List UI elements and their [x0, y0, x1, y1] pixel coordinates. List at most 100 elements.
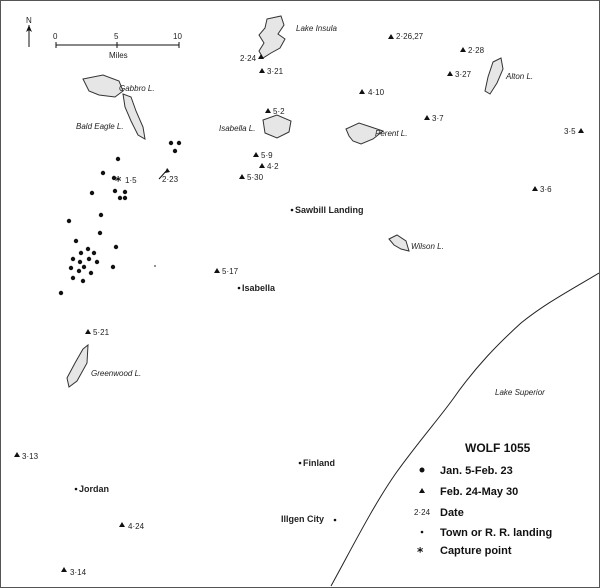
scale-bar: 0 5 10 Miles [53, 32, 182, 60]
location-dot [168, 140, 174, 146]
date-label: 4·2 [267, 162, 279, 171]
location-dot [122, 189, 128, 195]
label-alton-lake: Alton L. [505, 72, 533, 81]
location-dot [111, 175, 117, 181]
legend-label: Jan. 5-Feb. 23 [440, 465, 513, 477]
legend-triangle-symbol [419, 488, 425, 493]
scale-tick-5: 5 [114, 32, 119, 41]
legend-label: Date [440, 507, 464, 519]
date-label: 2·23 [162, 175, 179, 184]
north-label: N [26, 16, 32, 25]
location-2-24: 2·24 [240, 54, 264, 63]
location-dot [85, 246, 91, 252]
date-label: 3·7 [432, 114, 444, 123]
bald-eagle-lake-shape [122, 93, 146, 140]
scale-unit: Miles [109, 51, 128, 60]
location-dot [98, 212, 104, 218]
label-isabella-lake: Isabella L. [219, 124, 255, 133]
location-5-30: 5·30 [239, 173, 264, 182]
location-3-7: 3·7 [424, 114, 444, 123]
legend-title: WOLF 1055 [465, 441, 531, 455]
date-label: 4·10 [368, 88, 385, 97]
wilson-lake-shape [388, 234, 410, 252]
location-dot [97, 230, 103, 236]
location-3-5: 3·5 [564, 127, 584, 136]
date-label: 3·6 [540, 185, 552, 194]
date-label: 3·21 [267, 67, 284, 76]
location-4-10: 4·10 [359, 88, 385, 97]
lake-superior-shoreline [330, 272, 599, 587]
location-4-24: 4·24 [119, 522, 145, 531]
date-label: 2·26,27 [396, 32, 424, 41]
legend-town-symbol [420, 530, 424, 534]
capture-point-marker: * [115, 174, 122, 188]
legend-label: Capture point [440, 545, 512, 557]
legend-label: Feb. 24-May 30 [440, 486, 518, 498]
location-dot [89, 190, 95, 196]
lake-shapes [66, 15, 504, 388]
legend-item-triangles: Feb. 24-May 30 [419, 486, 518, 498]
date-label: 4·24 [128, 522, 145, 531]
label-gabbro-lake: Gabbro L. [119, 84, 155, 93]
location-dot [110, 264, 116, 270]
location-dot [91, 250, 97, 256]
date-label: 3·13 [22, 452, 39, 461]
location-5-21: 5·21 [85, 328, 110, 337]
date-label: 3·14 [70, 568, 87, 577]
date-label: 3·5 [564, 127, 576, 136]
location-dot [68, 265, 74, 271]
label-lake-insula: Lake Insula [296, 24, 337, 33]
location-dot [113, 244, 119, 250]
town-jordan: Jordan [74, 484, 109, 494]
greenwood-lake-shape [66, 343, 89, 388]
location-3-6: 3·6 [532, 185, 552, 194]
date-label: 5·17 [222, 267, 239, 276]
town-label: Finland [303, 458, 335, 468]
date-label: 2·24 [240, 54, 257, 63]
date-label: 5·9 [261, 151, 273, 160]
date-label: 1·5 [125, 176, 137, 185]
location-2-28: 2·28 [460, 46, 485, 55]
location-dot [176, 140, 182, 146]
alton-lake-shape [484, 57, 504, 95]
location-5-2: 5·2 [265, 107, 285, 116]
location-4-2: 4·2 [259, 162, 279, 171]
location-dot [88, 270, 94, 276]
legend-date-sample: 2·24 [414, 508, 431, 517]
label-wilson-lake: Wilson L. [411, 242, 444, 251]
location-dot [66, 218, 72, 224]
scale-tick-0: 0 [53, 32, 58, 41]
isabella-lake-shape [262, 114, 292, 139]
location-dot [100, 170, 106, 176]
location-dot [94, 259, 100, 265]
location-3-27: 3·27 [447, 70, 472, 79]
location-dot [81, 264, 87, 270]
location-dot [117, 195, 123, 201]
scale-tick-10: 10 [173, 32, 182, 41]
location-dot [172, 148, 178, 154]
label-perent-lake: Perent L. [375, 129, 407, 138]
location-3-13: 3·13 [14, 452, 39, 461]
location-dot [80, 278, 86, 284]
town-sawbill-landing: Sawbill Landing [290, 205, 364, 215]
legend-item-town: Town or R. R. landing [420, 527, 552, 539]
perent-lake-shape [345, 122, 385, 145]
town-label: Sawbill Landing [295, 205, 364, 215]
location-dot [73, 238, 79, 244]
location-2-23: 2·23 [158, 168, 179, 184]
gabbro-lake-shape [82, 74, 124, 98]
location-dot [86, 256, 92, 262]
location-dot [112, 188, 118, 194]
location-dot [78, 250, 84, 256]
location-dot [77, 259, 83, 265]
town-finland: Finland [298, 458, 335, 468]
date-label: 5·30 [247, 173, 264, 182]
date-label: 5·21 [93, 328, 110, 337]
location-3-14: 3·14 [61, 567, 87, 577]
legend-dot-symbol [419, 467, 425, 473]
north-arrow: N [26, 16, 32, 47]
location-2-26-27: 2·26,27 [388, 32, 424, 41]
location-5-17: 5·17 [214, 267, 239, 276]
